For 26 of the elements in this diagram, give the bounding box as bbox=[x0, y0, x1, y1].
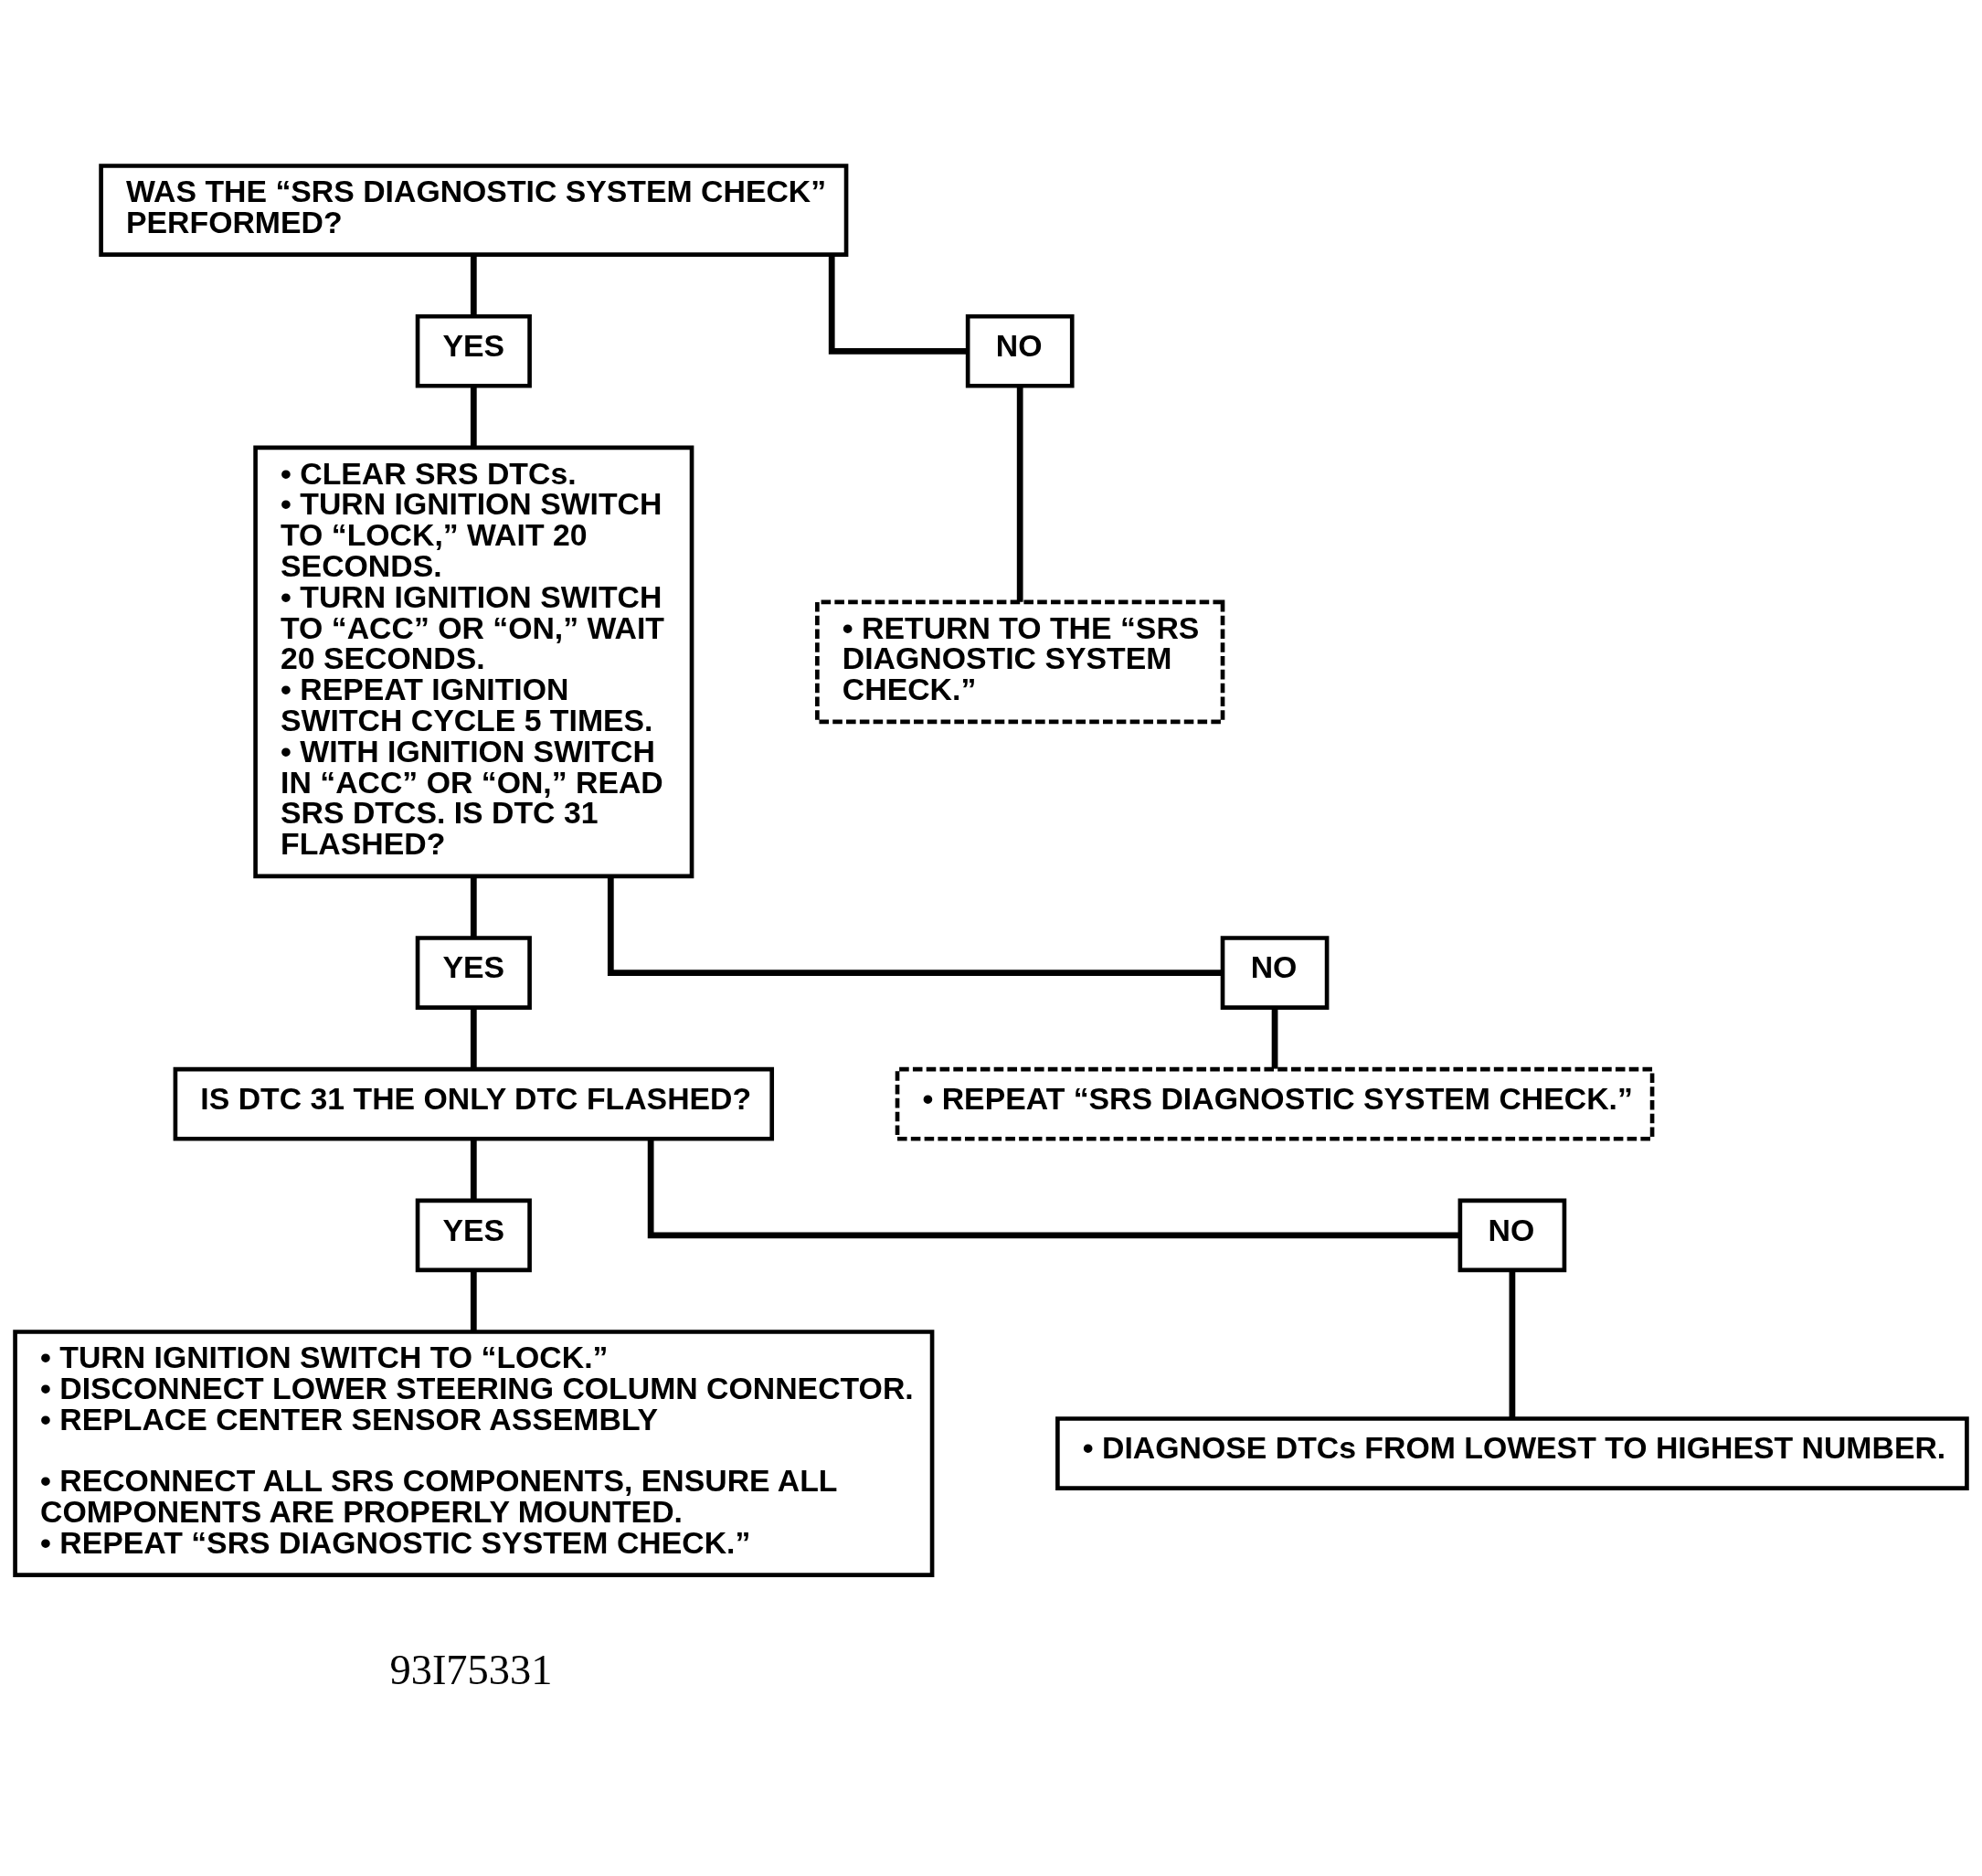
label: 93I75331 bbox=[389, 1647, 553, 1694]
connector bbox=[470, 1139, 477, 1201]
connector bbox=[470, 1008, 477, 1069]
node-box: • TURN IGNITION SWITCH TO “LOCK.” • DISCONNECT LOWER STEERING COLUMN CONNECTOR. • REPLACE CENTER SENSOR ASSEMBLY • RECONNECT ALL SRS COMPONENTS, ENSURE ALL COMPONENTS ARE PROPERLY MOUNTED. • REPEAT “SRS DIAGNOSTIC SYSTEM CHECK.” bbox=[13, 1330, 935, 1577]
node-box: • REPEAT “SRS DIAGNOSTIC SYSTEM CHECK.” bbox=[895, 1066, 1655, 1141]
connector bbox=[470, 254, 477, 316]
connector bbox=[1271, 1008, 1278, 1069]
connector bbox=[647, 1139, 1460, 1239]
connector bbox=[470, 1270, 477, 1332]
node-box: YES bbox=[415, 1198, 532, 1273]
connector bbox=[1016, 386, 1023, 602]
node-box: • RETURN TO THE “SRS DIAGNOSTIC SYSTEM CHECK.” bbox=[815, 599, 1225, 725]
connector bbox=[828, 254, 968, 355]
node-box: • DIAGNOSE DTCs FROM LOWEST TO HIGHEST NUMBER. bbox=[1055, 1416, 1969, 1490]
node-box: NO bbox=[965, 313, 1075, 388]
node-box: WAS THE “SRS DIAGNOSTIC SYSTEM CHECK” PERFORMED? bbox=[99, 164, 849, 257]
node-box: YES bbox=[415, 313, 532, 388]
node-box: • CLEAR SRS DTCs. • TURN IGNITION SWITCH TO “LOCK,” WAIT 20 SECONDS. • TURN IGNITION SWITCH TO “ACC” OR “ON,” WAIT 20 SECONDS. • REPEAT IGNITION SWITCH CYCLE 5 TIMES. • WITH IGNITION SWITCH IN “ACC” OR “ON,” READ SRS DTCS. IS DTC 31 FLASHED? bbox=[253, 445, 694, 879]
connector bbox=[607, 876, 1223, 976]
node-box: YES bbox=[415, 936, 532, 1010]
node-box: NO bbox=[1457, 1198, 1567, 1273]
connector bbox=[470, 386, 477, 448]
node-box: NO bbox=[1220, 936, 1330, 1010]
connector bbox=[1509, 1270, 1516, 1419]
node-box: IS DTC 31 THE ONLY DTC FLASHED? bbox=[173, 1066, 775, 1141]
connector bbox=[470, 876, 477, 938]
